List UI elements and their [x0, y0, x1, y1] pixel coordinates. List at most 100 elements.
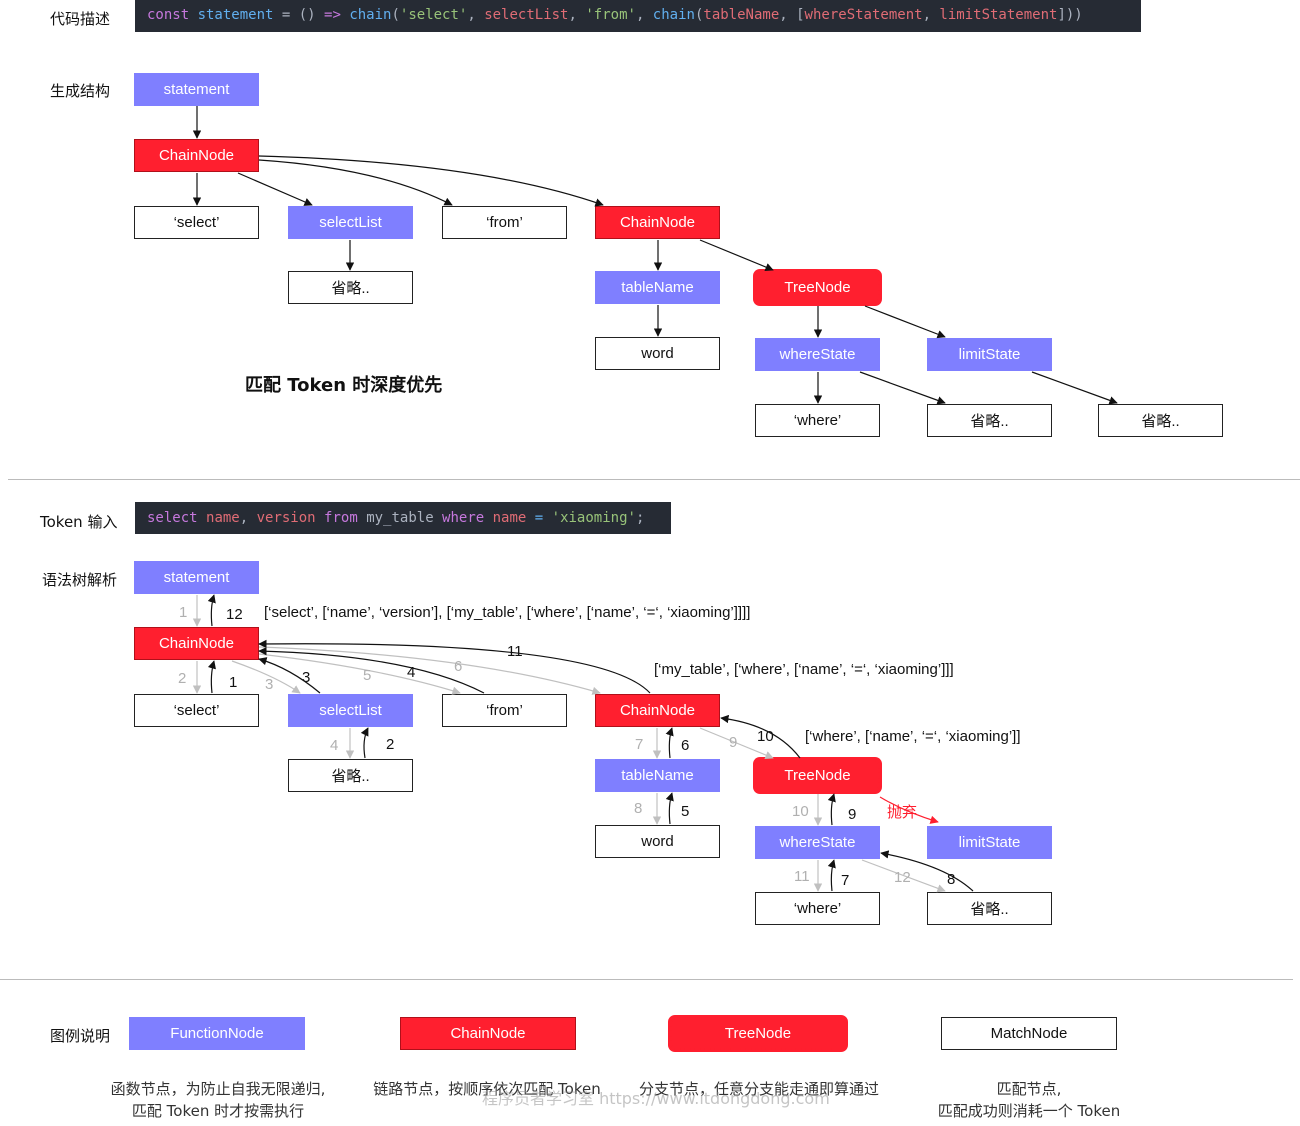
legend-function-desc-line-2: 匹配 Token 时才按需执行	[131, 1102, 305, 1120]
edge-step-5-return	[665, 792, 674, 825]
step-num-5-black: 5	[681, 803, 689, 820]
code-token: limitStatement	[939, 7, 1058, 23]
parse-node-limit-state: limitState	[927, 826, 1052, 859]
code-token: name	[206, 510, 240, 526]
code-token: 'xiaoming'	[551, 510, 636, 526]
step-num-6-black: 6	[681, 737, 689, 754]
edge-tree-limitstate	[864, 305, 946, 339]
edge-step-5	[258, 653, 461, 695]
parse-node-statement: statement	[134, 561, 259, 594]
legend-chain-desc: 链路节点，按顺序依次匹配 Token	[373, 1080, 601, 1098]
edge-step-4	[258, 647, 485, 694]
parse-node-omit-1: 省略..	[288, 759, 413, 792]
code-token: ,	[239, 510, 257, 526]
structure-edges	[192, 106, 1118, 405]
step-num-10-black: 10	[757, 728, 774, 745]
legend-match-desc: 匹配节点, 匹配成功则消耗一个 Token	[918, 1078, 1140, 1122]
step-numbers: 1 12 2 1 3 3 5 4 6 11 4 2 7 6 9 10 8 5 1…	[178, 604, 955, 889]
code-token: 'from'	[585, 7, 636, 23]
code-token: = ()	[273, 7, 325, 23]
step-num-8-gray: 8	[634, 800, 642, 817]
legend-match-desc-line-2: 匹配成功则消耗一个 Token	[937, 1102, 1121, 1120]
structure-node-select-list: selectList	[288, 206, 413, 239]
structure-node-omit-1: 省略..	[288, 271, 413, 304]
code-token: 'select'	[399, 7, 468, 23]
edge-step-12-gray	[861, 859, 946, 893]
step-num-2-gray: 2	[178, 670, 186, 687]
step-num-1-gray: 1	[179, 604, 187, 621]
code-token: my_table	[366, 510, 443, 526]
code-token-block: select name, version from my_table where…	[135, 502, 671, 534]
legend-match-node: MatchNode	[941, 1017, 1117, 1050]
step-num-6-gray: 6	[454, 658, 462, 675]
code-token: ,	[922, 7, 940, 23]
section-label-structure: 生成结构	[50, 82, 111, 100]
step-num-1-black: 1	[229, 674, 237, 691]
code-token: ;	[635, 510, 645, 526]
code-token: ]))	[1057, 7, 1083, 23]
code-token: from	[324, 510, 367, 526]
section-divider-bottom	[0, 979, 1293, 980]
legend-function-desc: 函数节点，为防止自我无限递归, 匹配 Token 时才按需执行	[90, 1078, 346, 1122]
structure-node-table-name: tableName	[595, 271, 720, 304]
edge-step-6-return	[665, 727, 674, 759]
step-num-7-gray: 7	[635, 736, 643, 753]
code-token: version	[256, 510, 325, 526]
step-num-9-gray: 9	[729, 734, 737, 751]
result-chain-2: [‘my_table’, [‘where’, [‘name’, ‘=‘, ‘xi…	[654, 661, 954, 678]
legend-match-desc-line-1: 匹配节点,	[996, 1080, 1062, 1098]
code-token: selectList	[484, 7, 569, 23]
code-token: ,	[467, 7, 485, 23]
code-token: =>	[324, 7, 341, 23]
step-num-9-black: 9	[848, 806, 856, 823]
parse-node-word: word	[595, 825, 720, 858]
step-num-5-gray: 5	[363, 667, 371, 684]
structure-node-limit-state: limitState	[927, 338, 1052, 371]
step-num-2-black: 2	[386, 736, 394, 753]
step-num-11-gray: 11	[794, 868, 810, 885]
code-token: chain	[349, 7, 392, 23]
code-token: const	[147, 7, 198, 23]
structure-node-chain-2: ChainNode	[595, 206, 720, 239]
legend-function-node: FunctionNode	[129, 1017, 305, 1050]
structure-node-word: word	[595, 337, 720, 370]
legend-function-desc-line-1: 函数节点，为防止自我无限递归,	[110, 1080, 326, 1098]
legend-tree-node: TreeNode	[670, 1017, 846, 1050]
step-num-3-gray: 3	[265, 676, 273, 693]
code-token: name	[492, 510, 535, 526]
structure-node-chain-1: ChainNode	[134, 139, 259, 172]
code-token: chain	[652, 7, 695, 23]
code-token: ,	[635, 7, 653, 23]
structure-node-omit-2: 省略..	[927, 404, 1052, 437]
edge-step-10	[720, 714, 801, 759]
edge-step-1-return	[207, 660, 216, 694]
structure-node-from: ‘from’	[442, 206, 567, 239]
structure-node-statement: statement	[134, 73, 259, 106]
edge-discard	[879, 796, 939, 824]
edge-chain-selectlist	[237, 172, 313, 206]
step-num-10-gray: 10	[792, 803, 809, 820]
result-tree: [‘where’, [‘name’, ‘=‘, ‘xiaoming’]]	[805, 728, 1021, 745]
parse-node-select: ‘select’	[134, 694, 259, 727]
parse-node-tree: TreeNode	[755, 759, 880, 792]
watermark-text: 程序员者学习室 https://www.itdongdong.com	[482, 1089, 830, 1108]
step-num-3-black: 3	[302, 669, 310, 686]
edge-chain2-tree	[699, 239, 774, 272]
parse-node-where-state: whereState	[755, 826, 880, 859]
edge-wherestate-omit	[859, 371, 946, 405]
step-num-8-black: 8	[947, 871, 955, 888]
edge-chain-from	[258, 159, 453, 206]
step-num-11-black: 11	[507, 643, 523, 660]
edge-step-3-gray	[231, 660, 301, 694]
structure-node-where: ‘where’	[755, 404, 880, 437]
edge-step-9	[827, 793, 836, 826]
code-token: (	[694, 7, 704, 23]
code-token: ,	[568, 7, 586, 23]
structure-node-select: ‘select’	[134, 206, 259, 239]
edge-chain-chain2	[258, 155, 604, 207]
depth-first-heading: 匹配 Token 时深度优先	[245, 375, 443, 396]
code-statement-block: const statement = () => chain('select', …	[135, 0, 1141, 32]
edge-step-3	[258, 657, 321, 694]
code-token: statement	[197, 7, 274, 23]
